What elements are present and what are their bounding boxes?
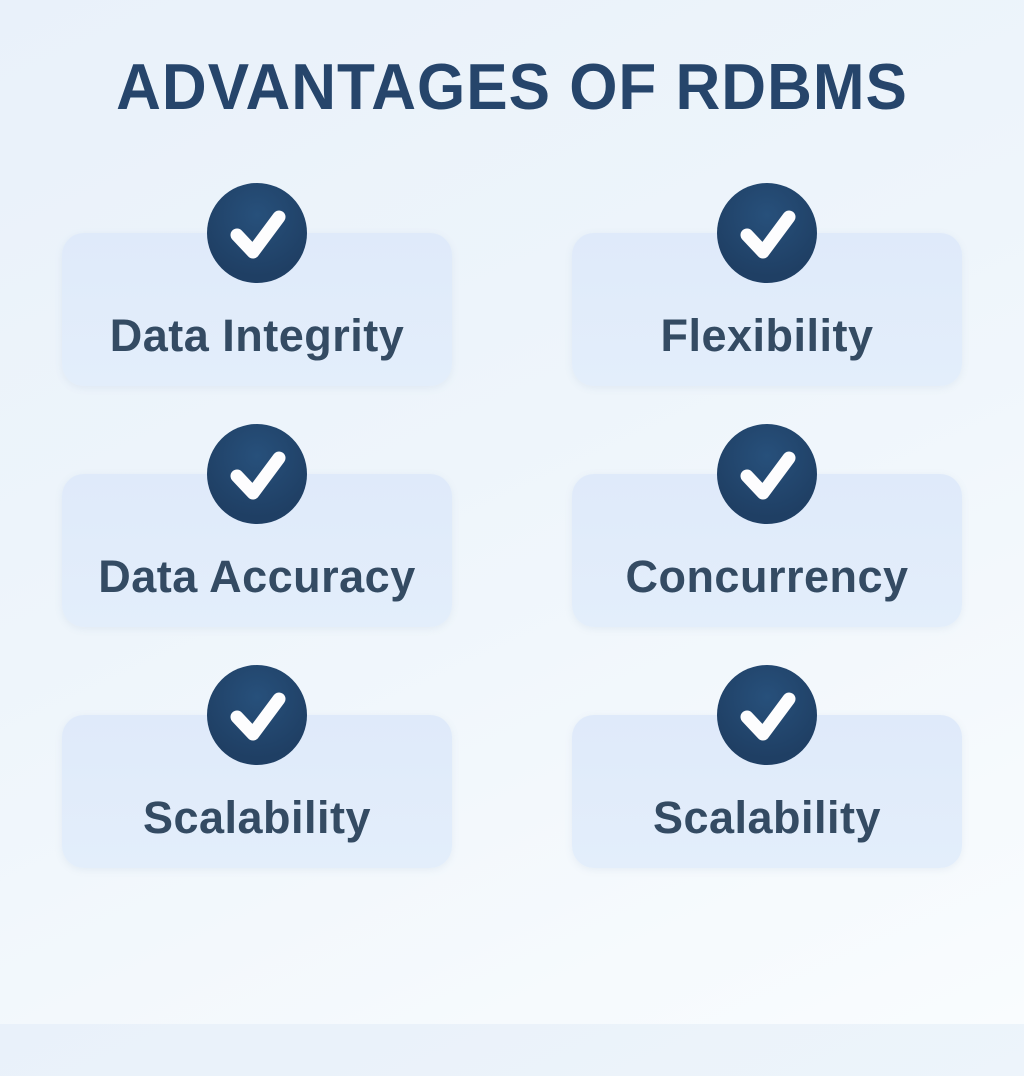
advantage-card-scalability-left: Scalability xyxy=(62,665,452,868)
checkmark-circle-icon xyxy=(717,183,817,283)
card-label: Flexibility xyxy=(660,309,874,361)
card-label: Data Accuracy xyxy=(98,550,416,602)
page-title: ADVANTAGES OF RDBMS xyxy=(116,51,908,124)
advantage-card-flexibility: Flexibility xyxy=(572,183,962,386)
card-body: Concurrency xyxy=(572,474,962,627)
advantages-grid: Data Integrity Flexibility Data Accuracy xyxy=(62,183,962,868)
card-label: Data Integrity xyxy=(109,309,405,361)
card-body: Flexibility xyxy=(572,233,962,386)
advantage-card-concurrency: Concurrency xyxy=(572,424,962,627)
checkmark-circle-icon xyxy=(717,665,817,765)
advantage-card-data-integrity: Data Integrity xyxy=(62,183,452,386)
card-label: Concurrency xyxy=(625,550,909,602)
checkmark-circle-icon xyxy=(207,183,307,283)
checkmark-circle-icon xyxy=(717,424,817,524)
checkmark-circle-icon xyxy=(207,424,307,524)
card-label: Scalability xyxy=(142,791,372,843)
advantage-card-scalability-right: Scalability xyxy=(572,665,962,868)
advantage-card-data-accuracy: Data Accuracy xyxy=(62,424,452,627)
card-label: Scalability xyxy=(652,791,882,843)
checkmark-circle-icon xyxy=(207,665,307,765)
